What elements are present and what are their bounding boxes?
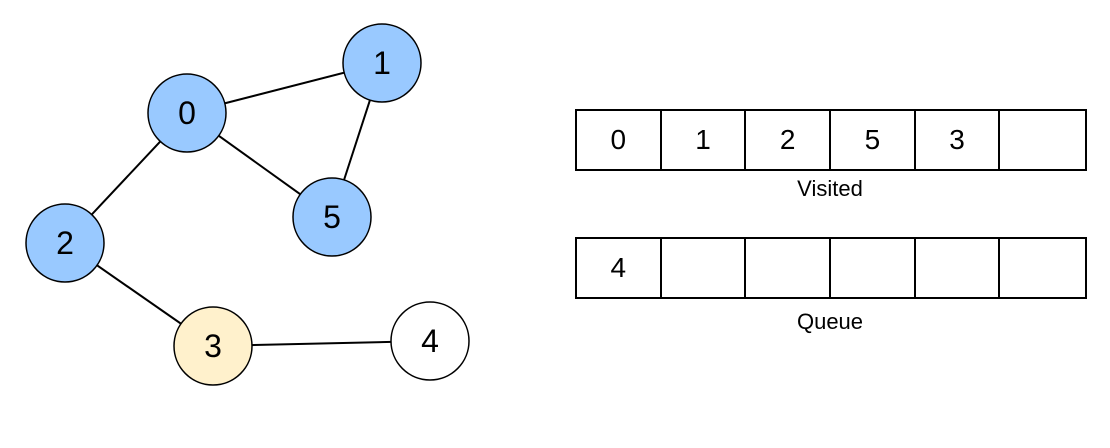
visited-cell: 3 — [916, 111, 1001, 169]
node-4: 4 — [390, 301, 470, 381]
node-circle — [390, 301, 470, 381]
node-2: 2 — [25, 203, 105, 283]
queue-caption: Queue — [796, 309, 864, 334]
node-1: 1 — [342, 23, 422, 103]
visited-cell — [1000, 111, 1085, 169]
queue-cell — [746, 239, 832, 297]
node-0: 0 — [147, 73, 227, 153]
node-label: 3 — [204, 328, 222, 364]
queue-array: 4 — [575, 237, 1087, 299]
visited-caption: Visited — [797, 176, 863, 201]
node-label: 5 — [323, 199, 341, 235]
node-label: 0 — [178, 95, 196, 131]
node-label: 1 — [373, 45, 391, 81]
queue-cell — [662, 239, 747, 297]
visited-cell: 2 — [746, 111, 832, 169]
queue-cell: 4 — [577, 239, 662, 297]
node-circle — [25, 203, 105, 283]
node-circle — [147, 73, 227, 153]
visited-array: 0 1 2 5 3 — [575, 109, 1087, 171]
node-label: 2 — [56, 225, 74, 261]
visited-cell: 5 — [831, 111, 916, 169]
queue-cell — [1000, 239, 1085, 297]
visited-cell: 0 — [577, 111, 662, 169]
node-circle — [342, 23, 422, 103]
node-label: 4 — [421, 323, 439, 359]
queue-cell — [916, 239, 1001, 297]
node-circle — [292, 177, 372, 257]
graph-diagram: 0 1 2 3 4 5 — [25, 23, 470, 386]
node-5: 5 — [292, 177, 372, 257]
node-3: 3 — [173, 306, 253, 386]
visited-cell: 1 — [662, 111, 747, 169]
queue-cell — [831, 239, 916, 297]
node-circle — [173, 306, 253, 386]
